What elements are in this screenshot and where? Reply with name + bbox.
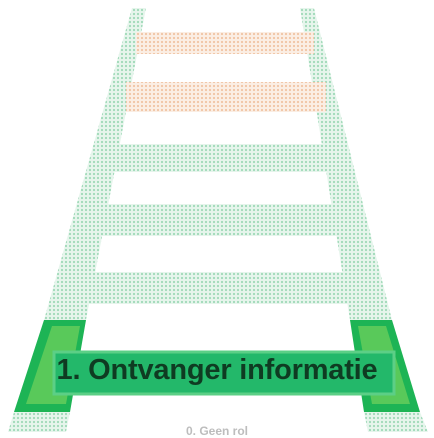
rung-5 [126, 82, 326, 112]
base-right [364, 412, 428, 432]
rung-6 [136, 32, 314, 54]
base-step-label: 0. Geen rol [185, 424, 249, 438]
rung-3 [96, 204, 346, 236]
left-rail [44, 8, 146, 320]
active-step-label: 1. Ontvanger informatie [56, 354, 378, 386]
rung-1-active [52, 350, 396, 396]
base-left [8, 412, 70, 432]
rung-4 [112, 144, 326, 172]
rung-2 [80, 272, 372, 304]
